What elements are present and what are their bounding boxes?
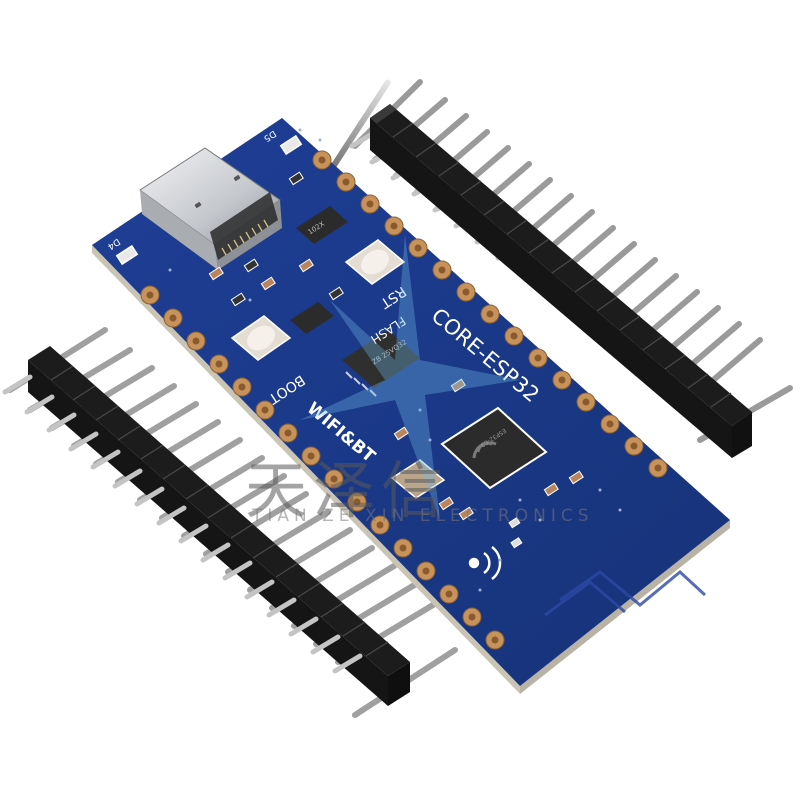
right-header-assembly [349,79,793,458]
header-pins-right [326,79,391,175]
castellated-pad-holes-left [146,291,499,644]
pcb-board: D5 D4 102X [92,118,730,694]
led-d5: D5 [261,128,303,156]
usb-contacts [221,219,269,256]
hdm-chip [290,302,334,334]
rst-button[interactable]: RST [344,239,409,311]
right-header-plastic [370,104,752,426]
wifi-signal-icon [468,546,502,580]
right-header-segment-lines [392,122,732,408]
left-header-segment-lines [50,365,389,657]
espressif-logo-icon [472,441,497,459]
right-pin-header [326,79,391,175]
smd-passives [208,171,584,549]
pcb-antenna [544,570,707,617]
left-header-lower-pins [2,374,363,674]
pcb-edge [92,245,520,694]
pcb-vias [168,128,622,592]
pcb-top-surface [92,118,730,686]
watermark-star-icon [300,235,520,520]
crystal-oscillator [390,459,446,499]
usb-c-port [139,147,282,270]
left-header-assembly [2,327,458,718]
esp32-c3-chip: ESP32-C3 [440,406,548,490]
castellated-pad-holes-right [318,156,662,472]
regulator-chip: 102X [296,206,348,244]
